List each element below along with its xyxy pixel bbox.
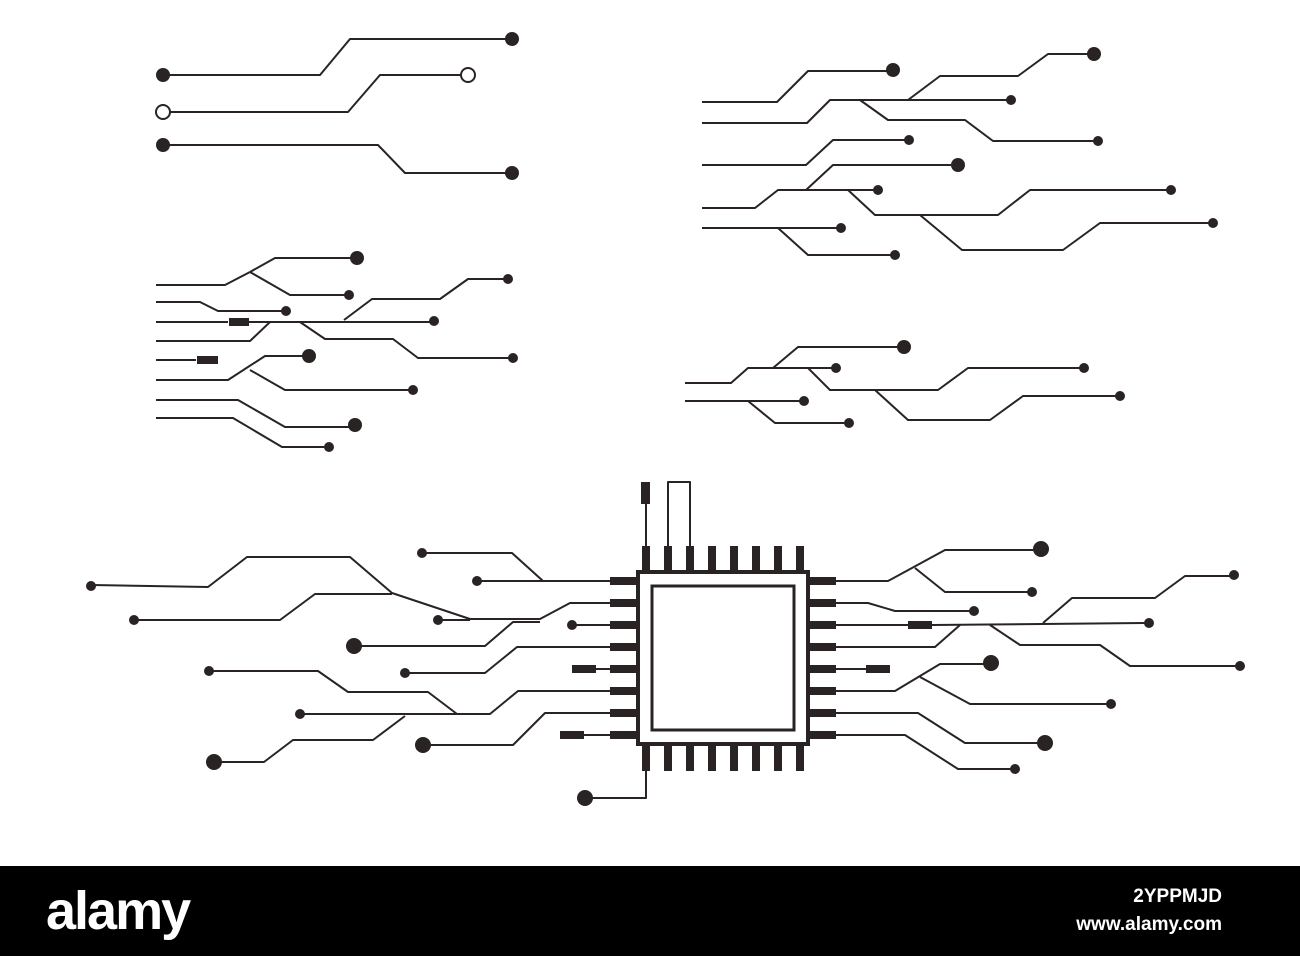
- trace-group-top-right: [702, 47, 1218, 260]
- chip-top-traces: [577, 481, 691, 806]
- brand-logo: alamy: [46, 881, 191, 941]
- watermark-bar: alamy 2YPPMJD www.alamy.com: [0, 866, 1300, 956]
- chip-left-traces: [86, 548, 610, 770]
- trace-group-top-left: [155, 32, 519, 180]
- trace-group-middle-left: [156, 251, 518, 452]
- stock-image-id: 2YPPMJD: [1133, 886, 1222, 907]
- trace-group-middle-right: [685, 340, 1125, 428]
- chip-right-traces: [836, 541, 1245, 774]
- stock-url: www.alamy.com: [1076, 914, 1222, 935]
- circuit-illustration: [86, 32, 1245, 806]
- microchip: [610, 546, 836, 771]
